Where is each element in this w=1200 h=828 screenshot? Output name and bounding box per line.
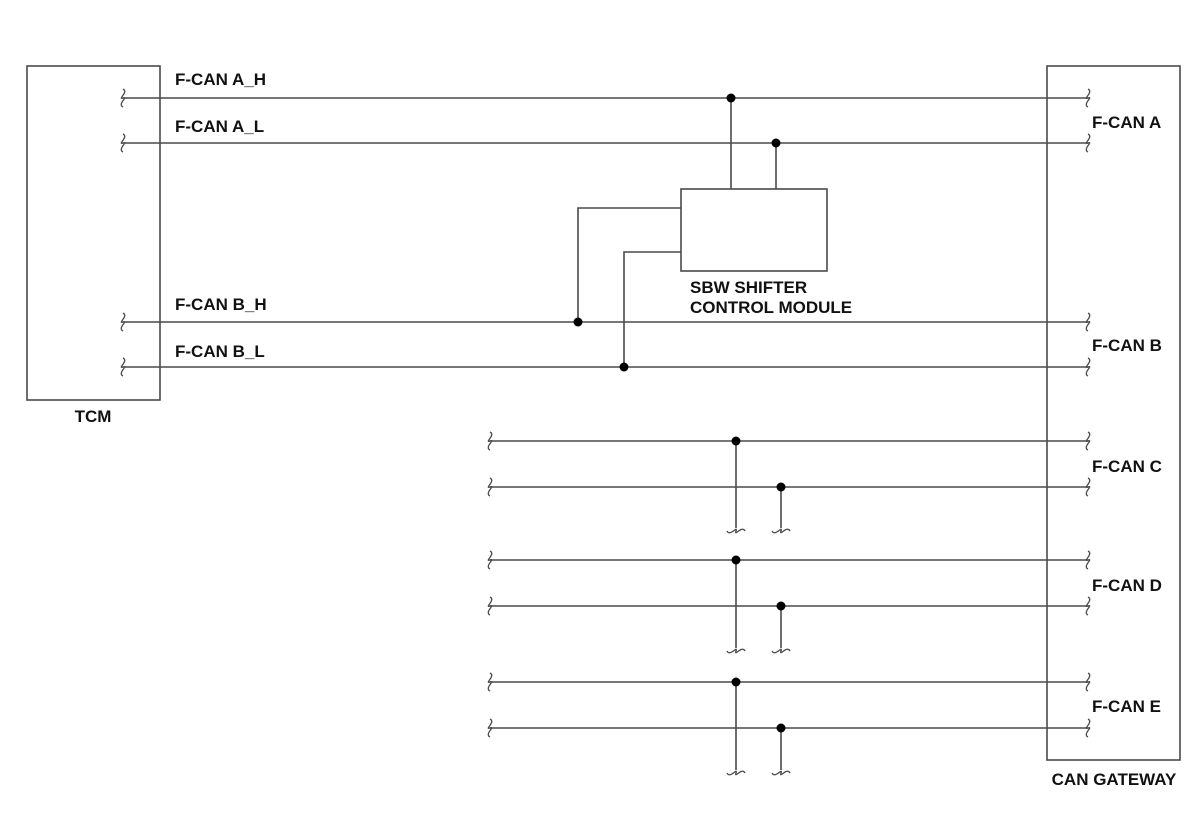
wire-break-symbols xyxy=(120,88,1091,776)
wire-break-symbol xyxy=(120,133,126,153)
wire-break-symbol xyxy=(487,596,493,616)
splice-dot xyxy=(776,482,786,492)
wire-break-symbol xyxy=(1085,312,1091,332)
bus-label-f-can-a: F-CAN A xyxy=(1092,113,1161,132)
wire-break-symbol xyxy=(487,477,493,497)
wire-break-symbol xyxy=(1085,672,1091,692)
sbw-module-label-line2: CONTROL MODULE xyxy=(690,298,852,317)
splice-dot xyxy=(771,138,781,148)
splice-dot xyxy=(776,601,786,611)
splice-dot xyxy=(731,436,741,446)
wire-group xyxy=(125,97,1088,770)
splice-dot xyxy=(731,677,741,687)
splice-dots xyxy=(573,93,786,733)
wire-break-symbol xyxy=(1085,596,1091,616)
wire-break-symbol xyxy=(1085,550,1091,570)
wire-label-b-l: F-CAN B_L xyxy=(175,342,265,361)
wire-break-symbol xyxy=(726,770,746,776)
bus-label-f-can-d: F-CAN D xyxy=(1092,576,1162,595)
splice-dot xyxy=(619,362,629,372)
wire-label-a-l: F-CAN A_L xyxy=(175,117,264,136)
wire-break-symbol xyxy=(726,648,746,654)
wire-break-symbol xyxy=(487,672,493,692)
bus-label-f-can-e: F-CAN E xyxy=(1092,697,1161,716)
wire-break-symbol xyxy=(120,88,126,108)
can-gateway-box xyxy=(1046,65,1181,761)
wire-break-symbol xyxy=(1085,477,1091,497)
bus-label-f-can-b: F-CAN B xyxy=(1092,336,1162,355)
wire-break-symbol xyxy=(120,312,126,332)
wire-break-symbol xyxy=(771,770,791,776)
wire-break-symbol xyxy=(1085,431,1091,451)
tcm-box xyxy=(26,65,161,401)
splice-dot xyxy=(776,723,786,733)
splice-dot xyxy=(731,555,741,565)
can-gateway-label: CAN GATEWAY xyxy=(1052,770,1177,789)
wire-break-symbol xyxy=(487,431,493,451)
wire-label-a-h: F-CAN A_H xyxy=(175,70,266,89)
wire-break-symbol xyxy=(120,357,126,377)
tcm-label: TCM xyxy=(75,407,112,426)
wire-break-symbol xyxy=(487,718,493,738)
wire-break-symbol xyxy=(771,648,791,654)
sbw-module-label-line1: SBW SHIFTER xyxy=(690,278,807,297)
bus-label-f-can-c: F-CAN C xyxy=(1092,457,1162,476)
wire-break-symbol xyxy=(771,528,791,534)
splice-dot xyxy=(573,317,583,327)
sbw-b-h-branch xyxy=(577,207,681,322)
wire-break-symbol xyxy=(726,528,746,534)
wire-break-symbol xyxy=(1085,718,1091,738)
wire-break-symbol xyxy=(487,550,493,570)
wire-break-symbol xyxy=(1085,88,1091,108)
wire-break-symbol xyxy=(1085,133,1091,153)
wire-label-b-h: F-CAN B_H xyxy=(175,295,267,314)
sbw-b-l-branch xyxy=(623,251,681,367)
sbw-shifter-module-box xyxy=(680,188,828,272)
wire-break-symbol xyxy=(1085,357,1091,377)
splice-dot xyxy=(726,93,736,103)
